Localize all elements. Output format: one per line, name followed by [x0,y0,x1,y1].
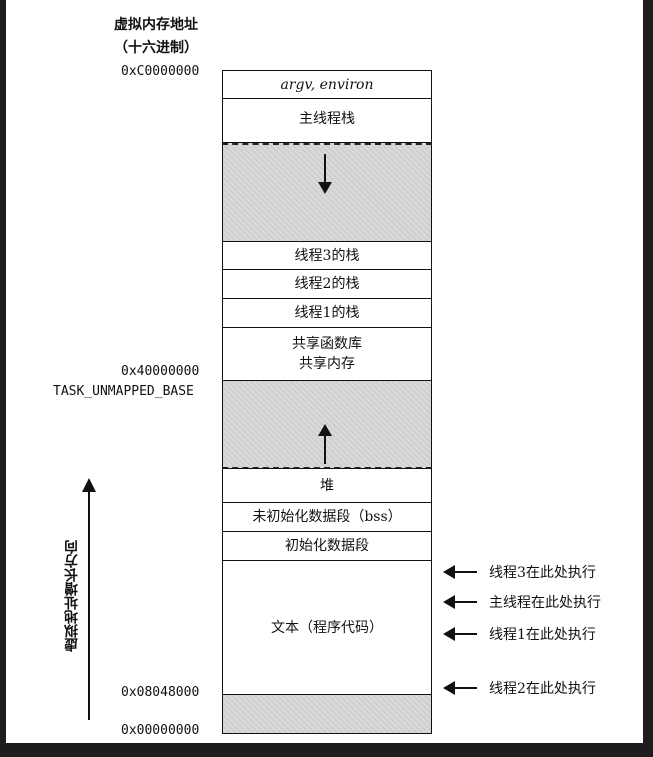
pointer-shaft [453,571,477,573]
segment-main-stack: 主线程栈 [222,98,432,143]
pointer-main-label: 主线程在此处执行 [489,595,601,611]
left-arrow-icon [443,595,455,609]
segment-text-label: 文本（程序代码） [271,619,383,636]
segment-shared-libraries: 共享函数库 共享内存 [222,327,432,381]
pointer-thread2: 线程2在此处执行 [443,678,596,698]
segment-shared-label: 共享函数库 共享内存 [292,336,362,372]
frame-edge-left [0,0,6,757]
address-growth-arrow-icon [82,478,96,720]
address-growth-label: 虚拟地址增长方向 [64,540,80,652]
segment-bss: 未初始化数据段（bss） [222,502,432,532]
pointer-thread3: 线程3在此处执行 [443,562,596,582]
pointer-thread1: 线程1在此处执行 [443,624,596,644]
axis-title: 虚拟内存地址 [114,17,198,33]
left-arrow-icon [443,627,455,641]
stack-growth-arrow-icon [318,154,332,194]
pointer-shaft [453,687,477,689]
address-zero: 0x00000000 [121,723,200,738]
segment-unmapped-low [222,694,432,734]
left-arrow-icon [443,681,455,695]
address-text-start: 0x08048000 [121,685,200,700]
segment-bss-label: 未初始化数据段（bss） [252,509,402,525]
axis-subtitle: （十六进制） [114,40,198,56]
segment-text: 文本（程序代码） [222,560,432,695]
pointer-thread1-label: 线程1在此处执行 [489,627,596,643]
frame-edge-right [643,0,653,757]
segment-thread1-stack: 线程1的栈 [222,298,432,328]
segment-thread3-stack-label: 线程3的栈 [294,247,360,264]
address-middle: 0x40000000 [121,364,200,379]
heap-growth-arrow-icon [318,424,332,464]
segment-argv-label: argv, environ [280,76,374,93]
segment-thread2-stack: 线程2的栈 [222,269,432,299]
pointer-thread2-label: 线程2在此处执行 [489,681,596,697]
segment-initialized-data: 初始化数据段 [222,531,432,561]
segment-thread1-stack-label: 线程1的栈 [294,305,360,321]
segment-heap-label: 堆 [320,477,334,494]
stack-boundary-dashed-line [222,143,432,145]
address-top: 0xC0000000 [121,64,200,79]
segment-main-stack-label: 主线程栈 [299,111,355,127]
pointer-shaft [453,633,477,635]
pointer-shaft [453,601,477,603]
segment-thread3-stack: 线程3的栈 [222,241,432,270]
segment-argv-environ: argv, environ [222,70,432,99]
segment-thread2-stack-label: 线程2的栈 [294,276,360,292]
memory-column: argv, environ 主线程栈 线程3的栈 线程2的栈 线程1的栈 共享函… [222,70,434,740]
pointer-main-thread: 主线程在此处执行 [443,592,601,612]
segment-heap: 堆 [222,468,432,503]
segment-data-label: 初始化数据段 [285,538,369,554]
left-arrow-icon [443,565,455,579]
address-task-unmapped-base: TASK_UNMAPPED_BASE [53,384,194,399]
frame-edge-bottom [0,743,653,757]
pointer-thread3-label: 线程3在此处执行 [489,565,596,581]
